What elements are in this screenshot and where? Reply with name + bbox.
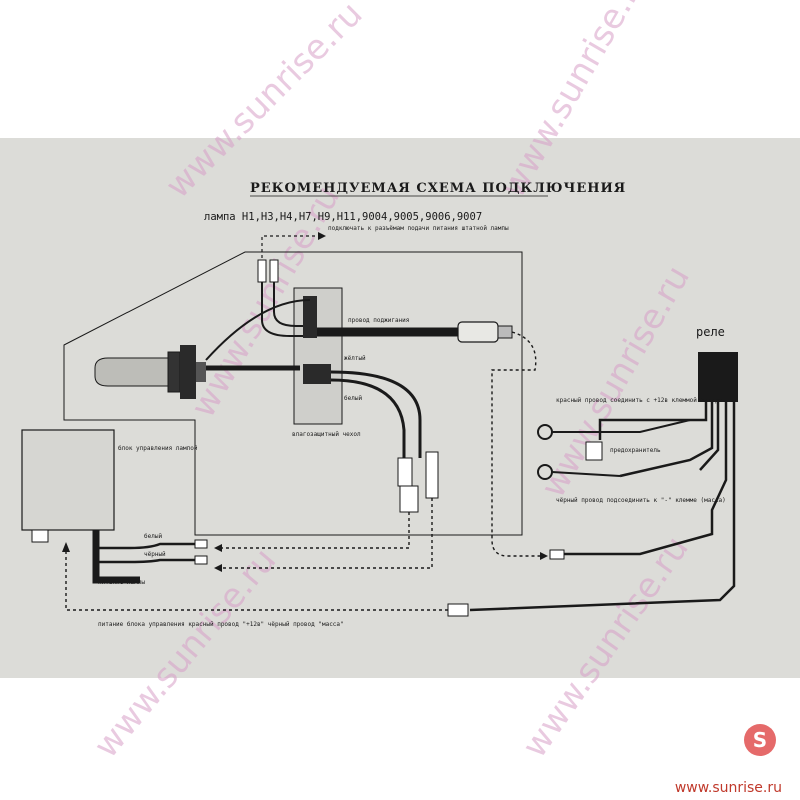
relay [698,352,738,402]
watermark-text: www.sunrise.ru [86,541,284,766]
arrow-icon [318,232,326,240]
label-lamp-power: питание лампы [98,579,145,586]
arrow-icon [540,552,548,560]
sunrise-logo: S [744,724,776,756]
cover-socket [303,364,331,384]
waterproof-cover [293,287,343,425]
dashed-connection [222,512,410,549]
white-wire [330,378,406,458]
label-red-wire-battery: красный провод соединить с +12в клеммой … [556,397,726,404]
control-unit-cable [92,530,140,584]
site-url: www.sunrise.ru [675,780,782,796]
label-white: белый [344,395,362,402]
fuse [585,441,603,461]
label-unit-power: питание блока управления красный провод … [98,621,344,628]
ignition-connector [457,321,499,343]
relay-wires [469,402,736,612]
label-connect-stock: подключать к разъёмам подачи питания шта… [328,225,509,232]
battery-terminal-ring [537,424,553,440]
label-black-wire: чёрный [144,551,166,558]
label-black-wire-ground: чёрный провод подсоединить к "-" клемме … [556,497,726,504]
stock-power-dashed-line [261,235,318,258]
ground-wire [551,471,621,477]
logo-letter: S [753,728,767,752]
label-fuse: предохранитель [610,447,661,454]
wire-connector-body [399,485,419,513]
ground-terminal [549,549,565,560]
arrow-icon [214,544,222,552]
diagram-title: РЕКОМЕНДУЕМАЯ СХЕМА ПОДКЛЮЧЕНИЯ [250,181,626,196]
wire-terminal [194,555,208,565]
white-wire-connector [397,457,413,487]
lamp-types: лампа H1,H3,H4,H7,H9,H11,9004,9005,9006,… [204,211,482,223]
control-unit-socket [31,529,49,543]
label-waterproof-cover: влагозащитный чехол [292,431,361,438]
cover-plug [303,296,317,338]
yellow-wire-connector [425,451,439,499]
arrow-icon [62,542,70,552]
wire-terminal [194,539,208,549]
arrow-icon [214,564,222,572]
stock-lamp-plugs [257,259,303,337]
headlight-housing [63,251,523,536]
dashed-connection [491,331,540,557]
watermark-text: www.sunrise.ru [533,259,698,504]
watermark-text: www.sunrise.ru [493,0,658,205]
dashed-power-line [65,545,448,611]
label-relay: реле [696,325,725,339]
label-control-unit: блок управления лампой [118,445,198,452]
paper-sheet [0,138,800,678]
control-unit [21,429,115,531]
bulb-wire [205,299,311,361]
label-yellow: жёлтый [344,355,366,362]
watermark-text: www.sunrise.ru [158,0,370,206]
battery-wire [552,419,691,433]
power-terminal [447,603,469,617]
ignition-connector-tip [497,325,513,339]
bulb [94,345,206,399]
white-output-wire [98,542,195,550]
label-ignition-wire: провод поджигания [348,317,409,324]
yellow-wire [330,370,422,458]
label-white-wire: белый [144,533,162,540]
dashed-connection [222,498,433,569]
black-output-wire [98,558,195,564]
watermark-text: www.sunrise.ru [515,529,697,765]
